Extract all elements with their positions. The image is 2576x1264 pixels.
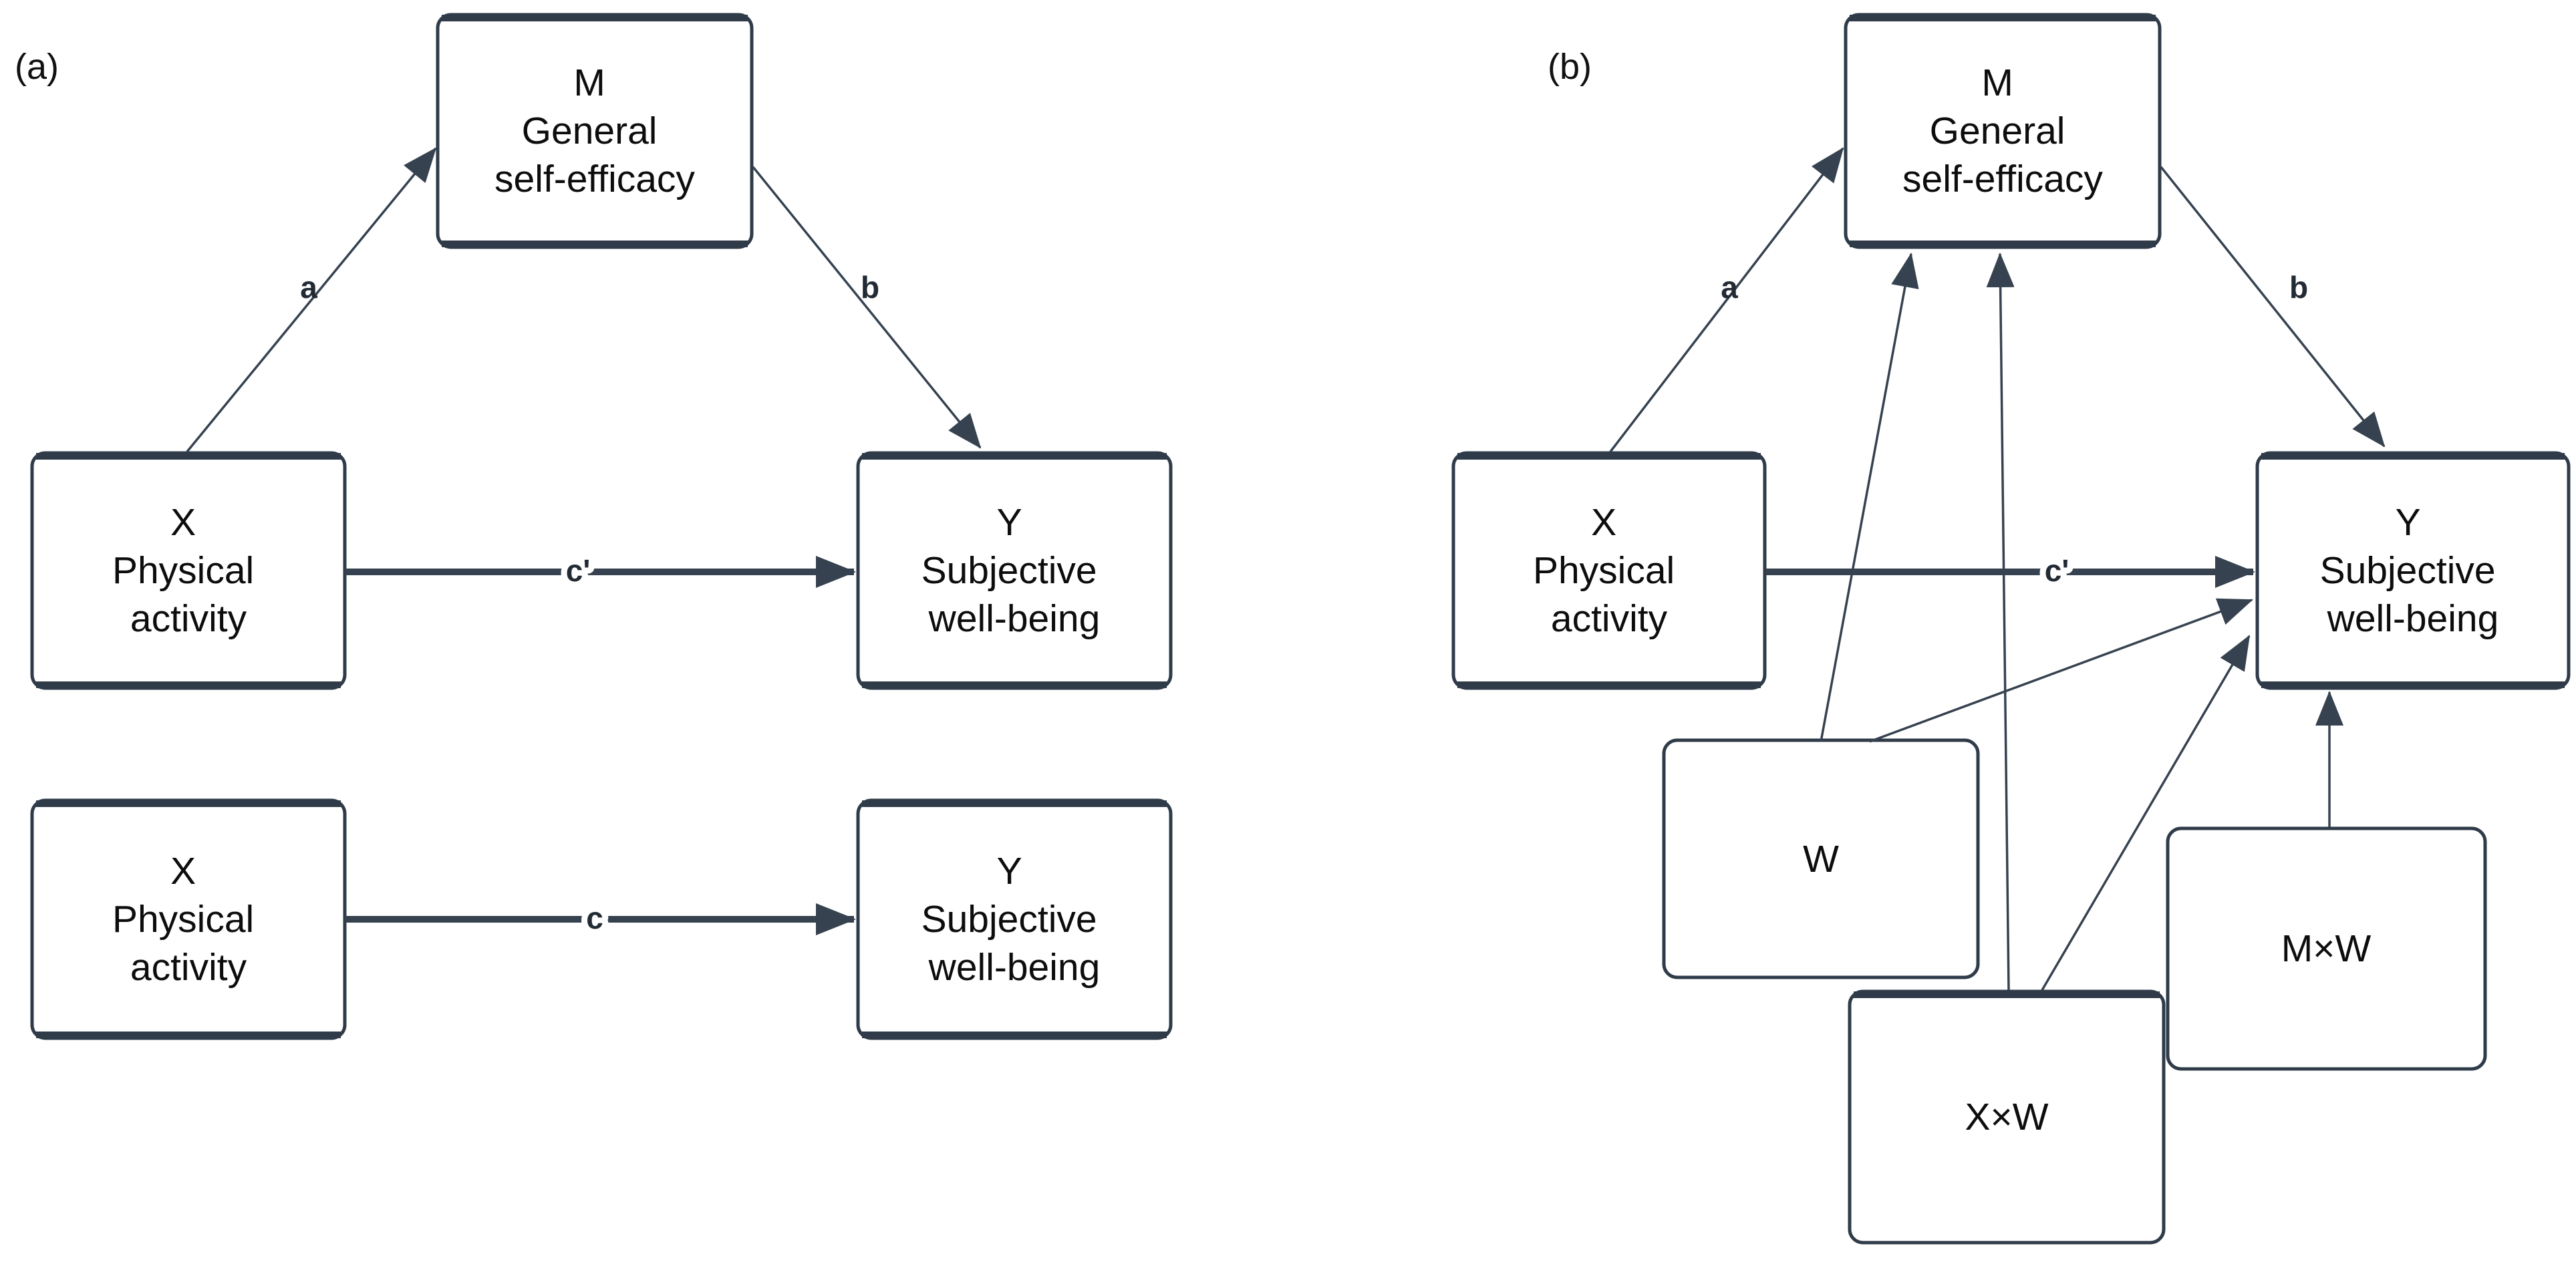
box-y-label: Y Subjective well-being	[2320, 501, 2507, 640]
box-m-by-w-label: M×W	[2281, 927, 2372, 970]
panel-a-box-x-physical-activity: X Physical activity	[30, 451, 347, 690]
panel-a-path-label-c-prime: c'	[566, 553, 591, 588]
panel-b: (b) M General self-efficacy X Physical a…	[1451, 13, 2571, 1245]
box-x-label: X Physical activity	[112, 501, 265, 640]
panel-a-path-label-b: b	[861, 270, 879, 305]
box-m-label: M General self-efficacy	[494, 61, 695, 200]
panel-a-box-y-total-effect: Y Subjective well-being	[856, 798, 1173, 1040]
panel-b-arrow-x-by-w-to-y	[2041, 635, 2251, 991]
box-x-by-w-label: X×W	[1965, 1096, 2048, 1138]
panel-a-box-x-total-effect: X Physical activity	[30, 798, 347, 1040]
box-w-label: W	[1803, 838, 1839, 881]
panel-a-path-label-c: c	[586, 901, 603, 935]
panel-a-arrow-m-to-y	[752, 166, 982, 449]
panel-b-arrow-x-by-w-to-m	[1986, 253, 2015, 991]
panel-a-arrow-x-to-m	[186, 147, 437, 453]
panel-b-box-w-moderator: W	[1662, 738, 1980, 979]
panel-b-path-label-a: a	[1721, 270, 1738, 305]
box-m-label: M General self-efficacy	[1902, 61, 2103, 200]
panel-b-path-label-c-prime: c'	[2045, 553, 2069, 588]
box-x-label: X Physical activity	[1533, 501, 1685, 640]
panel-b-box-m-by-w-interaction: M×W	[2166, 826, 2487, 1071]
panel-a: (a) M General self-efficacy X Physical a…	[15, 13, 1173, 1040]
box-y-total-label: Y Subjective well-being	[921, 850, 1108, 989]
panel-b-path-label-b: b	[2289, 270, 2308, 305]
panel-b-arrow-w-to-m	[1820, 253, 1919, 742]
panel-a-path-label-a: a	[300, 270, 317, 305]
panel-b-box-x-by-w-interaction: X×W	[1848, 989, 2166, 1245]
panel-b-box-y-subjective-well-being: Y Subjective well-being	[2255, 451, 2571, 690]
box-outline	[2166, 826, 2487, 1071]
panel-b-box-x-physical-activity: X Physical activity	[1451, 451, 1767, 690]
panel-b-arrow-m-to-y	[2160, 166, 2386, 448]
box-y-label: Y Subjective well-being	[921, 501, 1108, 640]
panel-a-box-m-general-self-efficacy: M General self-efficacy	[436, 13, 754, 249]
panel-a-label: (a)	[15, 47, 59, 87]
panel-b-label: (b)	[1548, 47, 1592, 87]
panel-b-arrow-x-to-m	[1609, 147, 1844, 453]
box-x-total-label: X Physical activity	[112, 850, 265, 989]
panel-b-box-m-general-self-efficacy: M General self-efficacy	[1844, 13, 2162, 249]
panel-b-arrow-w-to-y	[1869, 598, 2253, 743]
panel-a-box-y-subjective-well-being: Y Subjective well-being	[856, 451, 1173, 690]
